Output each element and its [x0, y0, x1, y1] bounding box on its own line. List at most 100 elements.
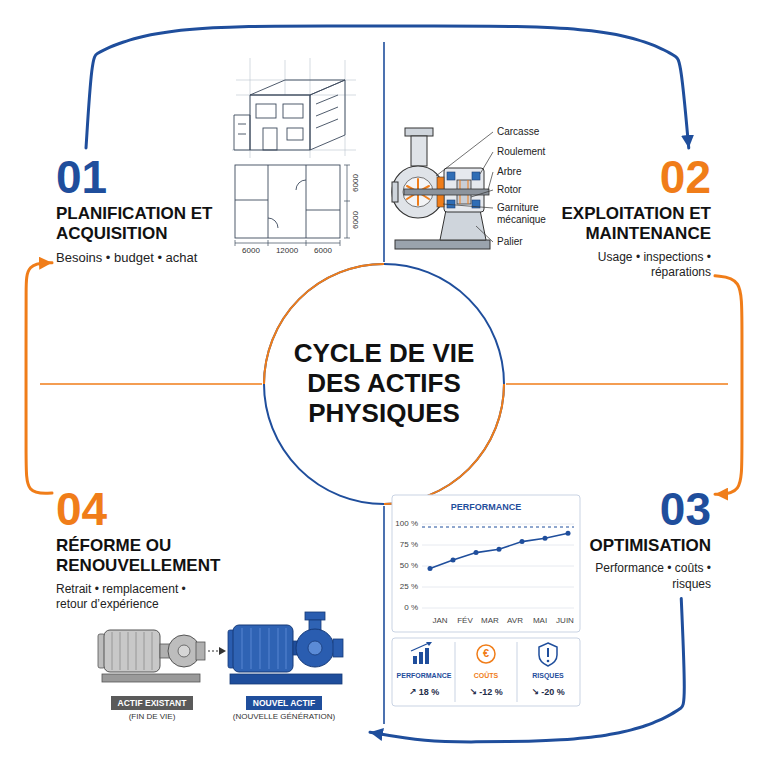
performance-chart	[451, 558, 456, 563]
building-sketch	[340, 240, 341, 246]
building-sketch	[296, 180, 306, 190]
performance-chart	[428, 566, 433, 571]
chart-title: PERFORMANCE	[451, 502, 522, 513]
building-sketch	[347, 165, 348, 238]
stage-subtitle: Besoins • budget • achat	[56, 250, 218, 267]
stage-number: 03	[584, 486, 711, 532]
building-sketch	[232, 58, 356, 246]
stage-number: 01	[56, 154, 218, 200]
building-sketch	[235, 240, 236, 246]
pump-cutaway	[480, 152, 493, 174]
asset-pumps	[208, 650, 220, 651]
dimension-label: 6000	[351, 211, 361, 229]
performance-chart	[422, 527, 574, 528]
cycle-frame	[383, 42, 385, 262]
asset-pumps	[168, 635, 200, 667]
dimension-label: 6000	[242, 246, 260, 256]
building-sketch	[344, 201, 350, 202]
asset-pumps	[136, 632, 137, 670]
asset-pumps	[260, 628, 261, 669]
kpi-panel	[392, 638, 580, 706]
kpi-panel	[426, 642, 432, 646]
asset-tag: NOUVEL ACTIF(NOUVELLE GÉNÉRATION)	[222, 692, 346, 722]
asset-pumps	[233, 625, 293, 672]
performance-chart	[392, 495, 580, 632]
kpi-panel	[455, 642, 456, 702]
stage-block: 04RÉFORME OU RENOUVELLEMENTRetrait • rem…	[52, 480, 370, 740]
month-label: JAN	[432, 616, 447, 626]
building-sketch	[238, 124, 246, 125]
stage-number: 04	[56, 486, 366, 532]
building-sketch	[250, 95, 310, 150]
kpi-value: ↘ -20 %	[531, 687, 565, 698]
building-sketch	[316, 107, 338, 116]
pump-cutaway	[404, 189, 489, 195]
building-sketch	[316, 119, 338, 128]
performance-chart	[430, 533, 568, 568]
axis-label: 100 %	[395, 519, 418, 529]
cycle-frame	[506, 383, 728, 385]
building-sketch	[235, 165, 340, 238]
asset-pumps	[242, 628, 243, 669]
asset-pumps	[112, 632, 113, 670]
axis-label: 0 %	[404, 603, 418, 613]
kpi-panel	[419, 652, 423, 664]
month-label: AVR	[507, 616, 523, 626]
performance-chart	[422, 524, 574, 608]
building-sketch	[235, 165, 340, 238]
asset-pumps	[305, 612, 325, 620]
pump-cutaway	[443, 204, 493, 208]
stage-title: OPTIMISATION	[584, 536, 711, 556]
kpi-panel	[517, 642, 518, 702]
kpi-panel	[539, 643, 557, 666]
kpi-panel	[425, 648, 429, 664]
building-sketch	[285, 60, 286, 95]
asset-pumps	[278, 628, 279, 669]
performance-chart	[422, 545, 574, 546]
part-label: Rotor	[497, 184, 521, 196]
performance-chart	[422, 524, 574, 525]
tag-label: NOUVEL ACTIF	[246, 696, 322, 710]
asset-pumps	[269, 628, 270, 669]
asset-pumps	[112, 632, 152, 670]
asset-pumps	[296, 629, 334, 667]
asset-pumps	[219, 647, 226, 655]
asset-pumps	[251, 628, 252, 669]
asset-pumps	[144, 632, 145, 670]
building-sketch	[306, 210, 340, 211]
stage-block: 02EXPLOITATION ET MAINTENANCEUsage • ins…	[540, 148, 715, 287]
building-sketch	[283, 104, 303, 118]
asset-tag: ACTIF EXISTANT(FIN DE VIE)	[96, 692, 208, 722]
pump-cutaway	[436, 132, 493, 242]
pump-cutaway	[447, 200, 455, 208]
building-sketch	[235, 243, 340, 244]
asset-pumps	[128, 632, 129, 670]
asset-pumps	[286, 628, 287, 669]
cycle-frame	[40, 383, 262, 385]
asset-pumps	[333, 639, 343, 657]
building-sketch	[250, 80, 345, 95]
pump-cutaway	[471, 190, 493, 197]
performance-chart	[422, 608, 574, 609]
part-label: Roulement	[497, 146, 545, 158]
cycle-arrow	[26, 263, 52, 494]
building-sketch	[232, 58, 356, 158]
stage-subtitle: Performance • coûts • risques	[584, 561, 711, 592]
building-sketch	[235, 200, 268, 201]
tag-caption: (FIN DE VIE)	[96, 712, 208, 722]
kpi-label: COÛTS	[474, 672, 499, 680]
currency-symbol: €	[483, 647, 489, 660]
building-sketch	[310, 80, 345, 150]
asset-pumps	[102, 674, 200, 682]
asset-pumps	[230, 674, 342, 684]
kpi-panel	[413, 656, 417, 664]
month-label: MAR	[481, 616, 499, 626]
connector-group	[26, 26, 742, 742]
performance-chart	[566, 531, 571, 536]
asset-pumps	[98, 612, 343, 684]
stage-title: EXPLOITATION ET MAINTENANCE	[544, 204, 711, 245]
kpi-panel	[411, 643, 429, 651]
cycle-arrow	[715, 276, 742, 494]
building-sketch	[238, 134, 246, 135]
